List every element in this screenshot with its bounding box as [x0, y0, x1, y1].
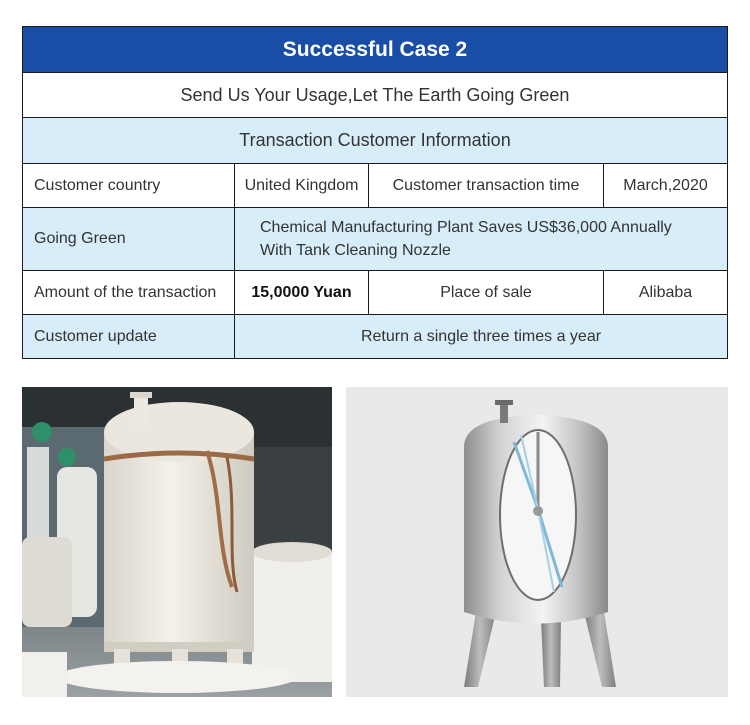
amount-label: Amount of the transaction — [23, 271, 235, 314]
amount-value: 15,0000 Yuan — [235, 271, 369, 314]
stainless-tank-illustration — [346, 387, 728, 697]
place-label: Place of sale — [369, 271, 604, 314]
update-value: Return a single three times a year — [235, 315, 727, 358]
case-table: Successful Case 2 Send Us Your Usage,Let… — [22, 26, 728, 359]
country-label: Customer country — [23, 164, 235, 207]
table-header-row: Successful Case 2 — [23, 27, 727, 73]
section-title: Transaction Customer Information — [23, 118, 727, 163]
table-row: Amount of the transaction 15,0000 Yuan P… — [23, 271, 727, 315]
place-value: Alibaba — [604, 271, 727, 314]
time-value: March,2020 — [604, 164, 727, 207]
table-row: Customer update Return a single three ti… — [23, 315, 727, 358]
factory-tank-photo — [22, 387, 332, 697]
green-description: Chemical Manufacturing Plant Saves US$36… — [235, 208, 727, 270]
section-row: Transaction Customer Information — [23, 118, 727, 164]
green-line-1: Chemical Manufacturing Plant Saves US$36… — [260, 219, 672, 236]
time-label: Customer transaction time — [369, 164, 604, 207]
case-title: Successful Case 2 — [23, 27, 727, 72]
table-row: Going Green Chemical Manufacturing Plant… — [23, 208, 727, 271]
table-row: Customer country United Kingdom Customer… — [23, 164, 727, 208]
green-label: Going Green — [23, 208, 235, 270]
green-line-2: With Tank Cleaning Nozzle — [260, 242, 451, 259]
factory-tank-image — [22, 387, 332, 697]
slogan-row: Send Us Your Usage,Let The Earth Going G… — [23, 73, 727, 118]
update-label: Customer update — [23, 315, 235, 358]
stainless-tank-image — [346, 387, 728, 697]
slogan-text: Send Us Your Usage,Let The Earth Going G… — [23, 73, 727, 117]
country-value: United Kingdom — [235, 164, 369, 207]
